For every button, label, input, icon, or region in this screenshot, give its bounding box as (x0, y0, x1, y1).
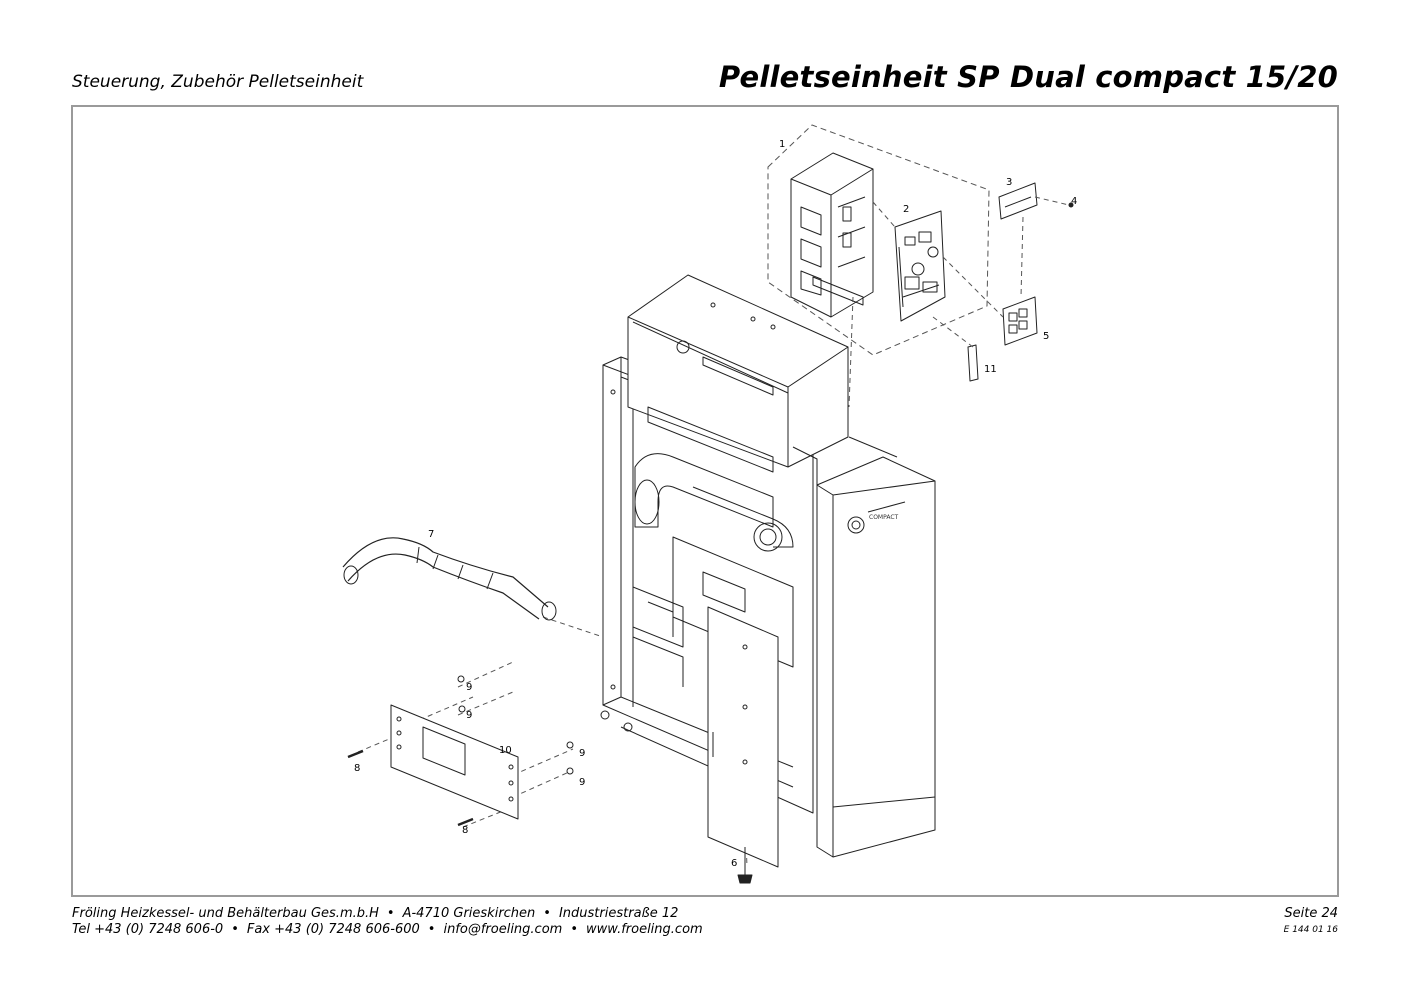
footer-web[interactable]: www.froeling.com (586, 922, 703, 937)
diagram-frame: COMPACT 1 2 3 4 5 6 7 8 8 9 9 9 9 10 11 (71, 105, 1339, 897)
callout-9c: 9 (579, 748, 585, 759)
leveling-foot (737, 847, 753, 884)
brand-plate-text: COMPACT (869, 514, 899, 521)
main-circuit-board (894, 210, 946, 322)
callout-8b: 8 (462, 825, 468, 836)
page-title: Pelletseinheit SP Dual compact 15/20 (718, 60, 1338, 94)
callout-5: 5 (1043, 331, 1049, 342)
footer-city: A-4710 Grieskirchen (402, 906, 536, 921)
screw-part-4 (1068, 202, 1074, 208)
exploded-parts-diagram: COMPACT 1 2 3 4 5 6 7 8 8 9 9 9 9 10 11 (342, 124, 1077, 884)
callout-2: 2 (903, 204, 909, 215)
callout-7: 7 (428, 529, 434, 540)
footer-fax: Fax +43 (0) 7248 606-600 (246, 922, 420, 937)
callout-9d: 9 (579, 777, 585, 788)
callout-9a: 9 (466, 682, 472, 693)
cover-plate (967, 344, 979, 382)
control-housing-frame (790, 152, 874, 318)
callout-9b: 9 (466, 710, 472, 721)
center-column (707, 606, 779, 868)
callout-3: 3 (1006, 177, 1012, 188)
suction-hose (342, 537, 557, 621)
control-group-outline (767, 124, 990, 356)
fasteners (347, 675, 574, 827)
relay-board (1002, 296, 1038, 346)
footer-email[interactable]: info@froeling.com (443, 922, 563, 937)
page-number: Seite 24 (1284, 906, 1338, 921)
page-subtitle: Steuerung, Zubehör Pelletseinheit (72, 72, 364, 92)
callout-6: 6 (731, 858, 737, 869)
pellet-hopper-box (627, 274, 849, 468)
callout-10: 10 (499, 745, 512, 756)
callout-8a: 8 (354, 763, 360, 774)
document-number: E 144 01 16 (1283, 925, 1338, 935)
callout-11: 11 (984, 364, 997, 375)
footer-line-1: Fröling Heizkessel- und Behälterbau Ges.… (72, 906, 679, 921)
footer-company: Fröling Heizkessel- und Behälterbau Ges.… (72, 906, 379, 921)
callout-4: 4 (1071, 196, 1077, 207)
small-circuit-board (998, 182, 1038, 220)
internal-pipes (634, 406, 794, 552)
callout-1: 1 (779, 139, 785, 150)
footer-line-2: Tel +43 (0) 7248 606-0•Fax +43 (0) 7248 … (72, 922, 703, 937)
footer-tel: Tel +43 (0) 7248 606-0 (72, 922, 224, 937)
display-panel (390, 704, 519, 820)
boiler-side-panel (792, 436, 936, 858)
footer-street: Industriestraße 12 (558, 906, 679, 921)
